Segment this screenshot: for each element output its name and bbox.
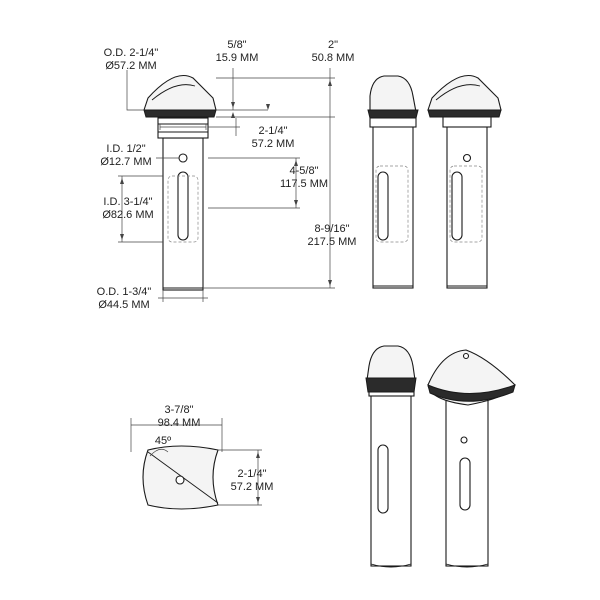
slot-offset-metric: 117.5 MM: [280, 178, 328, 190]
back-view: [427, 74, 502, 289]
front-view-hole: [178, 153, 188, 163]
front-view-dimension-lines: [118, 68, 335, 302]
overall-length-imperial: 8-9/16": [314, 223, 349, 235]
cap-height-metric: 15.9 MM: [216, 52, 259, 64]
od-top-metric: Ø57.2 MM: [105, 60, 156, 72]
top-width-metric: 98.4 MM: [158, 417, 201, 429]
front-view-collar: [157, 117, 209, 139]
top-view: [130, 418, 262, 510]
od-top-imperial: O.D. 2-1/4": [104, 47, 159, 59]
od-bottom-imperial: O.D. 1-3/4": [97, 286, 152, 298]
cap-height-imperial: 5/8": [227, 39, 246, 51]
perspective-view-rounded: [365, 345, 417, 568]
side-view: [367, 75, 419, 289]
slot-offset-imperial: 4-5/8": [290, 165, 319, 177]
overall-length-metric: 217.5 MM: [308, 236, 357, 248]
top-width-imperial: 3-7/8": [165, 404, 194, 416]
front-view-slot: [177, 171, 189, 241]
front-view-cap: [143, 74, 217, 111]
id-hole-imperial: I.D. 1/2": [106, 143, 145, 155]
overall-cap-imperial: 2": [328, 39, 338, 51]
collar-imperial: 2-1/4": [259, 125, 288, 137]
overall-cap-metric: 50.8 MM: [312, 52, 355, 64]
dimension-labels: O.D. 2-1/4" Ø57.2 MM 5/8" 15.9 MM 2" 50.…: [97, 39, 357, 493]
collar-metric: 57.2 MM: [252, 138, 295, 150]
slot-length-metric: Ø82.6 MM: [102, 209, 153, 221]
top-depth-imperial: 2-1/4": [238, 468, 267, 480]
front-view: [143, 74, 217, 291]
slot-length-imperial: I.D. 3-1/4": [103, 196, 152, 208]
angle-label: 45º: [155, 435, 171, 447]
od-bottom-metric: Ø44.5 MM: [98, 299, 149, 311]
perspective-view-triangular: [427, 349, 516, 568]
id-hole-metric: Ø12.7 MM: [100, 156, 151, 168]
top-depth-metric: 57.2 MM: [231, 481, 274, 493]
